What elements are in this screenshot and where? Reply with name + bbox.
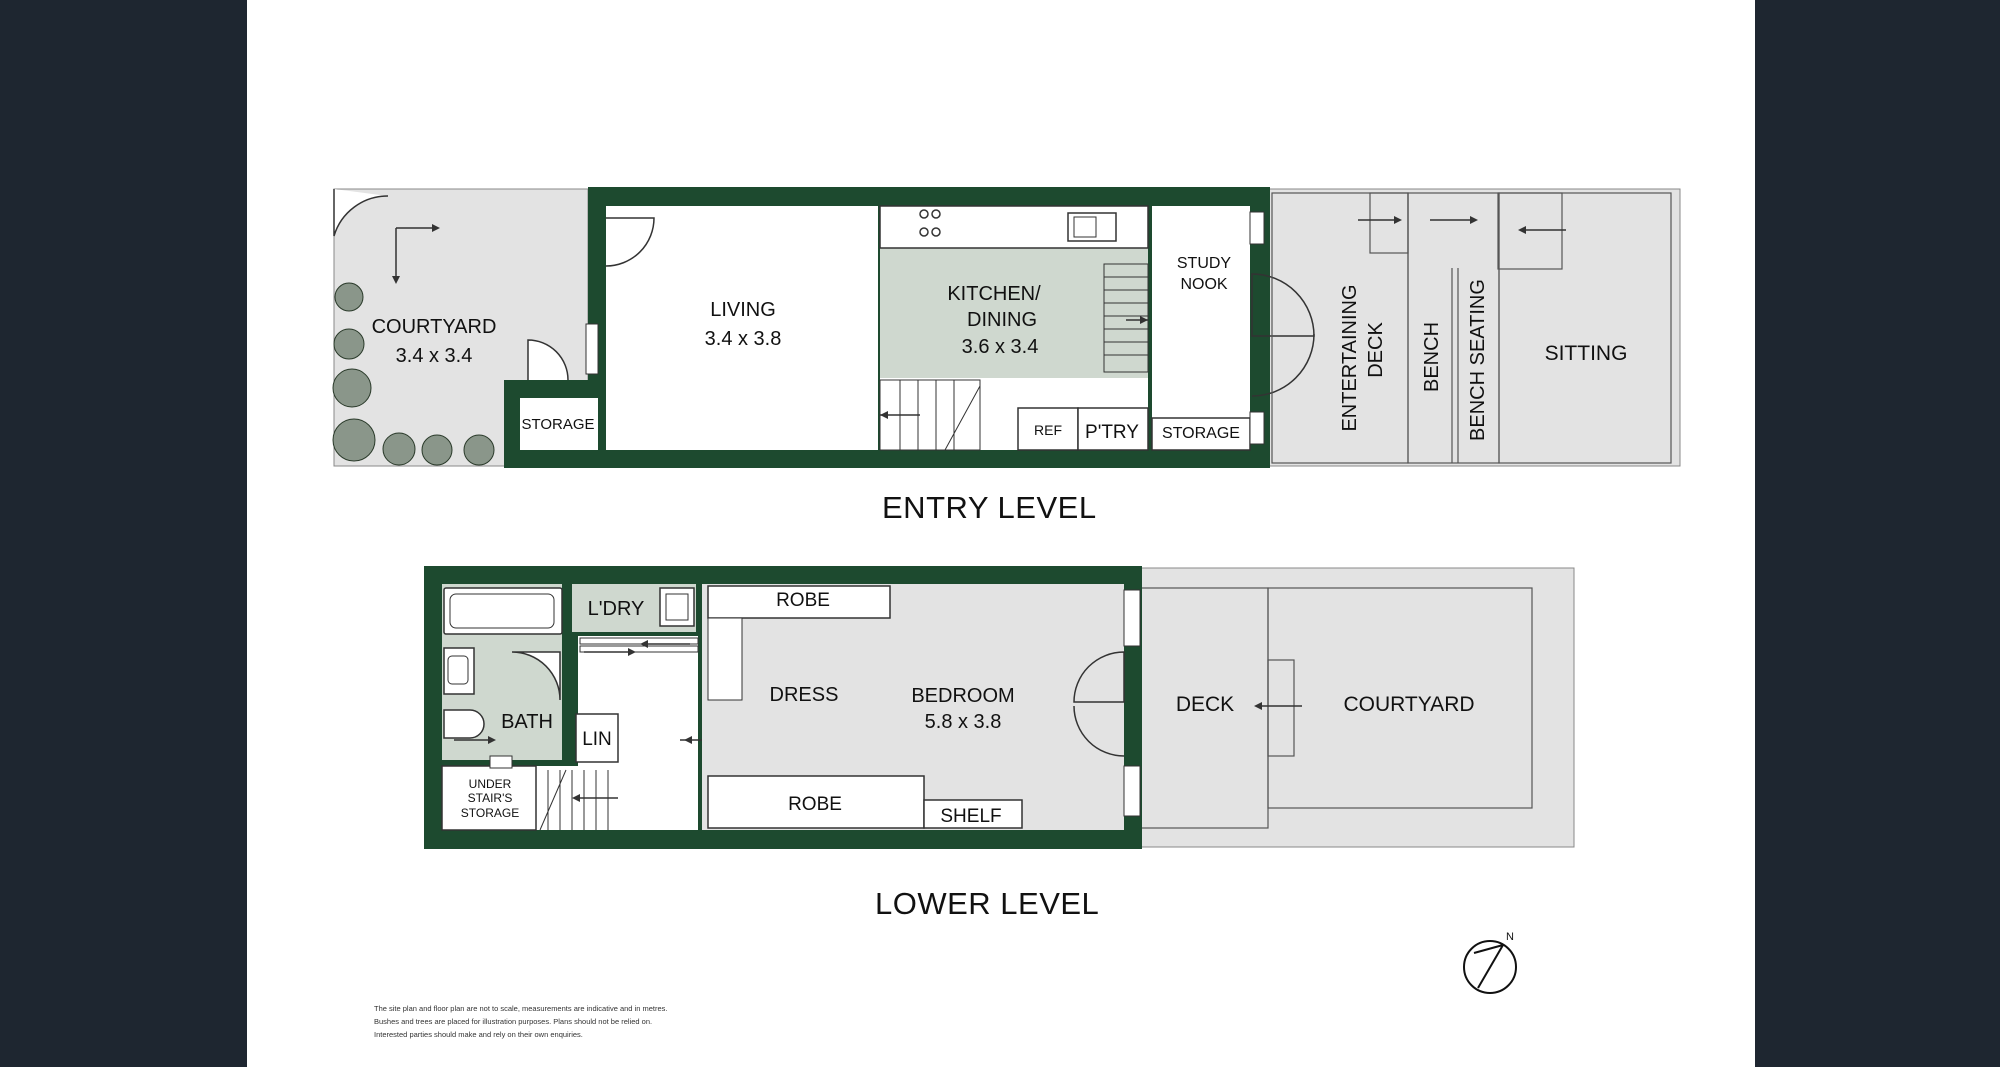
north-label: N: [1506, 931, 1514, 943]
kitchen-label-2: DINING: [967, 309, 1037, 331]
laundry-label: L'DRY: [588, 598, 645, 620]
north-arrow-icon: N: [1463, 931, 1517, 994]
disclaimer-line: The site plan and floor plan are not to …: [374, 1004, 668, 1013]
under-stairs-label-2: STAIR'S: [468, 791, 513, 805]
bench-seating-label: BENCH SEATING: [1467, 279, 1489, 441]
kitchen-dining-floor: [880, 248, 1148, 378]
pantry-label: P'TRY: [1085, 422, 1139, 443]
kitchen-size: 3.6 x 3.4: [962, 336, 1039, 358]
storage-left-room: [520, 398, 598, 450]
bench-label: BENCH: [1421, 322, 1443, 392]
disclaimer-line: Bushes and trees are placed for illustra…: [374, 1017, 653, 1026]
lower-courtyard-area: [1139, 567, 1575, 848]
living-room: [606, 206, 878, 450]
disclaimer-line: Interested parties should make and rely …: [374, 1030, 583, 1039]
study-room: [1152, 206, 1250, 450]
ref-label: REF: [1034, 422, 1062, 438]
disclaimer: The site plan and floor plan are not to …: [374, 1002, 734, 1041]
living-label: LIVING: [710, 299, 776, 321]
courtyard-size: 3.4 x 3.4: [396, 345, 473, 367]
shelf-label: SHELF: [940, 806, 1001, 827]
entertaining-deck-label-2: DECK: [1365, 322, 1387, 378]
linen-label: LIN: [582, 729, 612, 750]
sitting-label: SITTING: [1545, 342, 1628, 365]
floor-plan-sheet: [247, 0, 1755, 1067]
lower-courtyard-label: COURTYARD: [1343, 693, 1474, 716]
entertaining-deck-label-1: ENTERTAINING: [1339, 284, 1361, 431]
kitchen-label-1: KITCHEN/: [947, 283, 1041, 305]
bath-label: BATH: [501, 711, 553, 733]
robe-top-label: ROBE: [776, 590, 830, 611]
under-stairs-label-3: STORAGE: [461, 806, 519, 820]
entry-level-title: ENTRY LEVEL: [882, 490, 1097, 525]
entertaining-deck-area: [1267, 188, 1681, 467]
bedroom-size: 5.8 x 3.8: [925, 711, 1002, 733]
storage-right-label: STORAGE: [1162, 425, 1240, 442]
robe-bottom-label: ROBE: [788, 794, 842, 815]
study-label-2: NOOK: [1180, 276, 1227, 293]
lower-level-title: LOWER LEVEL: [875, 886, 1100, 921]
dress-label: DRESS: [770, 684, 839, 706]
study-label-1: STUDY: [1177, 255, 1232, 272]
under-stairs-label-1: UNDER: [469, 777, 512, 791]
bedroom-label: BEDROOM: [911, 685, 1014, 707]
storage-left-label: STORAGE: [521, 416, 594, 433]
deck-label: DECK: [1176, 693, 1234, 716]
courtyard-label: COURTYARD: [372, 316, 497, 338]
living-size: 3.4 x 3.8: [705, 328, 782, 350]
